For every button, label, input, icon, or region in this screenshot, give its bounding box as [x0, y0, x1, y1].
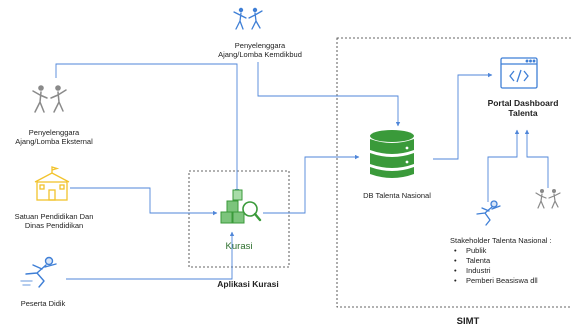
- code-window-icon: [500, 57, 538, 89]
- connector-stakeholder-to-portal: [487, 129, 520, 202]
- database-icon: [370, 130, 414, 178]
- connector-kurasi-to-db: [263, 154, 360, 214]
- node-penyelenggara-kemdikbud-label: Penyelenggara Ajang/Lomba Kemdikbud: [218, 41, 302, 59]
- dancers-icon: [535, 189, 561, 209]
- stakeholder-item: Talenta: [454, 256, 568, 266]
- connector-kemdikbud-to-db: [257, 62, 401, 127]
- connector-peserta-to-kurasi: [66, 231, 235, 280]
- node-portal-label: Portal Dashboard Talenta: [487, 98, 559, 118]
- node-db-talenta-label: DB Talenta Nasional: [363, 191, 431, 200]
- node-satuan-pendidikan-label: Satuan Pendidikan Dan Dinas Pendidikan: [14, 212, 94, 230]
- connector-satuan-to-kurasi: [70, 187, 218, 216]
- dancers-icon: [233, 7, 263, 30]
- simt-boundary: [336, 37, 572, 308]
- node-peserta-didik-label: Peserta Didik: [20, 299, 66, 308]
- dancers-icon: [32, 85, 67, 113]
- stakeholder-item: Pemberi Beasiswa dll: [454, 276, 568, 286]
- stakeholder-item: Industri: [454, 266, 568, 276]
- school-building-icon: [34, 166, 70, 201]
- group-aplikasi-kurasi-label: Aplikasi Kurasi: [217, 279, 279, 289]
- runner-icon: [476, 200, 501, 226]
- stakeholder-block: Stakeholder Talenta Nasional : Publik Ta…: [450, 236, 568, 286]
- group-simt-label: SIMT: [456, 316, 480, 327]
- boxes-magnifier-icon: [220, 189, 262, 224]
- connector-stakeholder2-to-portal: [524, 129, 549, 188]
- stakeholder-list: Publik Talenta Industri Pemberi Beasiswa…: [450, 246, 568, 286]
- stakeholder-title: Stakeholder Talenta Nasional :: [450, 236, 552, 245]
- aplikasi-kurasi-boundary: [188, 170, 290, 268]
- stakeholder-item: Publik: [454, 246, 568, 256]
- node-kurasi-label: Kurasi: [225, 241, 253, 252]
- connector-db-to-portal: [433, 72, 493, 160]
- node-penyelenggara-eksternal-label: Penyelenggara Ajang/Lomba Eksternal: [15, 128, 93, 146]
- runner-icon: [20, 256, 57, 288]
- connector-eksternal-to-kurasi: [55, 63, 240, 194]
